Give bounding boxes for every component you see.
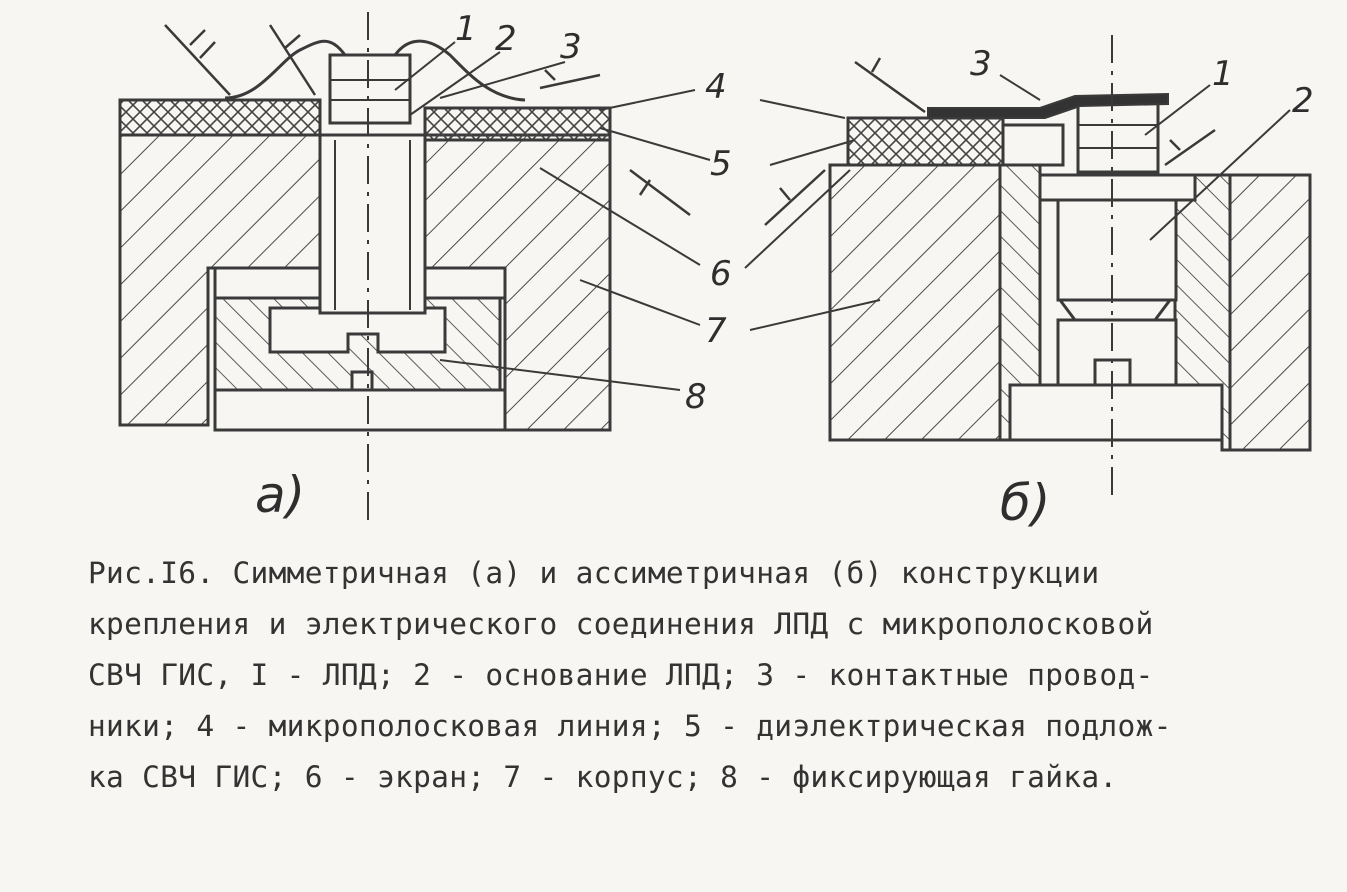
callout-a-5: 5 — [710, 144, 732, 184]
housing-7-right-b — [1228, 173, 1312, 452]
arrow-feather-icon — [764, 57, 1216, 226]
substrate-5-a-left — [118, 98, 322, 137]
callout-a-3: 3 — [560, 27, 582, 67]
panel-b-drawing — [744, 35, 1312, 500]
diode-base-2-a — [318, 133, 427, 315]
diode-base-2-b — [1038, 173, 1197, 202]
callouts-a: 1 2 3 4 5 6 7 8 — [455, 9, 732, 417]
callouts-b: 3 1 2 — [970, 44, 1314, 121]
substrate-5-a-right — [423, 106, 612, 142]
callout-a-2: 2 — [495, 19, 517, 59]
callout-a-8: 8 — [685, 377, 707, 417]
contact-wire-3-a — [224, 39, 526, 102]
diode-1-b — [1076, 100, 1160, 174]
panel-a-label: а) — [255, 466, 305, 524]
diode-1-a — [328, 53, 412, 125]
caption-line: ка СВЧ ГИС; 6 - экран; 7 - корпус; 8 - ф… — [88, 760, 1118, 794]
caption-line: Рис.I6. Симметричная (а) и ассиметричная… — [88, 556, 1100, 590]
assembly-drawing: 1 2 3 4 5 6 7 8 3 1 2 а) б) — [118, 9, 1314, 532]
substrate-5-b — [846, 116, 1005, 167]
callout-b-2: 2 — [1292, 81, 1314, 121]
callout-b-1: 1 — [1212, 54, 1234, 94]
caption-line: ники; 4 - микрополосковая линия; 5 - диэ… — [88, 709, 1172, 743]
callout-a-7: 7 — [705, 311, 727, 351]
panel-a-drawing — [118, 12, 711, 520]
housing-7-left-b — [828, 163, 1002, 442]
caption-line: СВЧ ГИС, I - ЛПД; 2 - основание ЛПД; 3 -… — [88, 658, 1154, 692]
callout-a-6: 6 — [710, 254, 732, 294]
contact-wire-3-b — [927, 92, 1169, 119]
arrow-feather-icon — [164, 24, 691, 216]
callout-a-1: 1 — [455, 9, 477, 49]
callout-a-4: 4 — [705, 67, 727, 107]
figure-caption: Рис.I6. Симметричная (а) и ассиметричная… — [88, 548, 1328, 803]
caption-line: крепления и электрического соединения ЛП… — [88, 607, 1154, 641]
panel-b-label: б) — [1000, 474, 1050, 532]
callout-b-3: 3 — [970, 44, 992, 84]
